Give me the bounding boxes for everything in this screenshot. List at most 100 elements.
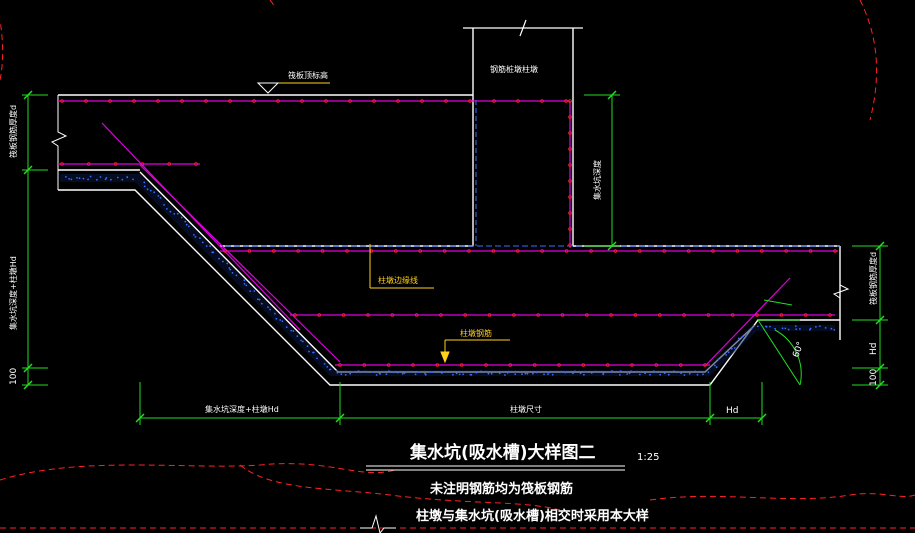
cushion-dot xyxy=(611,370,613,372)
cushion-dot xyxy=(365,371,367,373)
cushion-dot xyxy=(393,372,395,374)
cushion-dot xyxy=(232,272,234,274)
cushion-dot xyxy=(504,374,506,376)
cushion-dot xyxy=(340,373,342,375)
cushion-dot xyxy=(649,374,651,376)
cushion-dot xyxy=(548,372,550,374)
cushion-dot xyxy=(833,329,835,331)
cushion-dot xyxy=(595,371,597,373)
cushion-dot xyxy=(259,299,261,301)
cushion-dot xyxy=(471,374,473,376)
cushion-dot xyxy=(766,326,768,328)
cushion-dot xyxy=(153,191,155,193)
cushion-dot xyxy=(547,373,549,375)
cushion-dot xyxy=(166,208,168,210)
cushion-dot xyxy=(245,285,247,287)
structure-outline xyxy=(58,28,840,385)
cushion-dot xyxy=(376,374,378,376)
cushion-dot xyxy=(202,242,204,244)
cushion-dot xyxy=(249,290,251,292)
cushion-dot xyxy=(521,373,523,375)
leader-lines xyxy=(258,83,510,362)
cushion-dot xyxy=(788,329,790,331)
cushion-dot xyxy=(819,325,821,327)
cushion-dot xyxy=(65,176,67,178)
cushion-dot xyxy=(143,182,145,184)
cushion-dot xyxy=(654,371,656,373)
cushion-dot xyxy=(79,177,81,179)
cushion-dot xyxy=(769,326,771,328)
cushion-dot xyxy=(583,374,585,376)
cushion-dot xyxy=(160,197,162,199)
label-raft-thickness-right: 筏板钢筋厚度d xyxy=(868,252,878,305)
label-bottom-left: 集水坑深度+柱墩Hd xyxy=(205,404,279,414)
cushion-dot xyxy=(799,328,801,330)
cushion-dot xyxy=(209,245,211,247)
cushion-dot xyxy=(728,351,730,353)
cushion-dot xyxy=(68,178,70,180)
cushion-dot xyxy=(267,306,269,308)
label-dim-hd-right: Hd xyxy=(869,343,879,355)
cushion-dot xyxy=(371,371,373,373)
cushion-dot xyxy=(212,252,214,254)
label-pier-rebar: 柱墩钢筋 xyxy=(460,328,492,338)
cushion-dot xyxy=(694,371,696,373)
cushion-dot xyxy=(345,374,347,376)
bottom-break-symbol xyxy=(360,516,396,533)
cushion-dot xyxy=(488,373,490,375)
cushion-dot xyxy=(243,279,245,281)
label-raft-top-elev: 筏板顶标高 xyxy=(288,70,328,80)
rebar-lines xyxy=(58,101,838,366)
cushion-dot xyxy=(572,373,574,375)
cushion-dot xyxy=(714,365,716,367)
cushion-dot xyxy=(456,373,458,375)
cushion-dot xyxy=(181,217,183,219)
cushion-dot xyxy=(543,374,545,376)
cushion-dot xyxy=(121,179,123,181)
cushion-dot xyxy=(536,372,538,374)
cushion-dot xyxy=(626,373,628,375)
cushion-dot xyxy=(708,371,710,373)
cushion-dot xyxy=(206,245,208,247)
cushion-dot xyxy=(286,326,288,328)
cushion-dot xyxy=(324,363,326,365)
cushion-dot xyxy=(757,326,759,328)
label-pit-depth-left: 集水坑深度+柱墩Hd xyxy=(8,256,18,330)
pier-top xyxy=(463,20,583,36)
label-raft-thickness-left: 筏板钢筋厚度d xyxy=(8,105,18,158)
cushion-dot xyxy=(379,373,381,375)
cushion-dot xyxy=(442,371,444,373)
cushion-dot xyxy=(774,328,776,330)
cushion-dot xyxy=(76,177,78,179)
cushion-dot xyxy=(226,263,228,265)
cushion-dot xyxy=(274,313,276,315)
cushion-dot xyxy=(163,204,165,206)
cushion-dot xyxy=(725,354,727,356)
cushion-dot xyxy=(228,267,230,269)
cushion-dot xyxy=(188,226,190,228)
cushion-dot xyxy=(425,374,427,376)
cushion-dot xyxy=(353,371,355,373)
cushion-dot xyxy=(731,348,733,350)
cushion-dot xyxy=(71,179,73,181)
cushion-dot xyxy=(664,372,666,374)
cushion-dot xyxy=(430,371,432,373)
cushion-dot xyxy=(552,374,554,376)
drawing-title: 集水坑(吸水槽)大样图二 xyxy=(409,442,596,463)
cushion-dot xyxy=(815,326,817,328)
cushion-dot xyxy=(87,179,89,181)
cushion-dot xyxy=(410,371,412,373)
cushion-dot xyxy=(629,372,631,374)
label-pit-depth-right: 集水坑深度 xyxy=(592,160,602,200)
cushion-dot xyxy=(90,176,92,178)
cushion-dot xyxy=(110,179,112,181)
concrete-cushion xyxy=(60,174,835,376)
cushion-dot xyxy=(337,372,339,374)
cushion-dot xyxy=(308,351,310,353)
cushion-dot xyxy=(302,341,304,343)
cushion-dot xyxy=(659,374,661,376)
cushion-dot xyxy=(144,186,146,188)
cushion-dot xyxy=(307,345,309,347)
cushion-dot xyxy=(527,373,529,375)
label-angle: 60° xyxy=(791,341,806,359)
